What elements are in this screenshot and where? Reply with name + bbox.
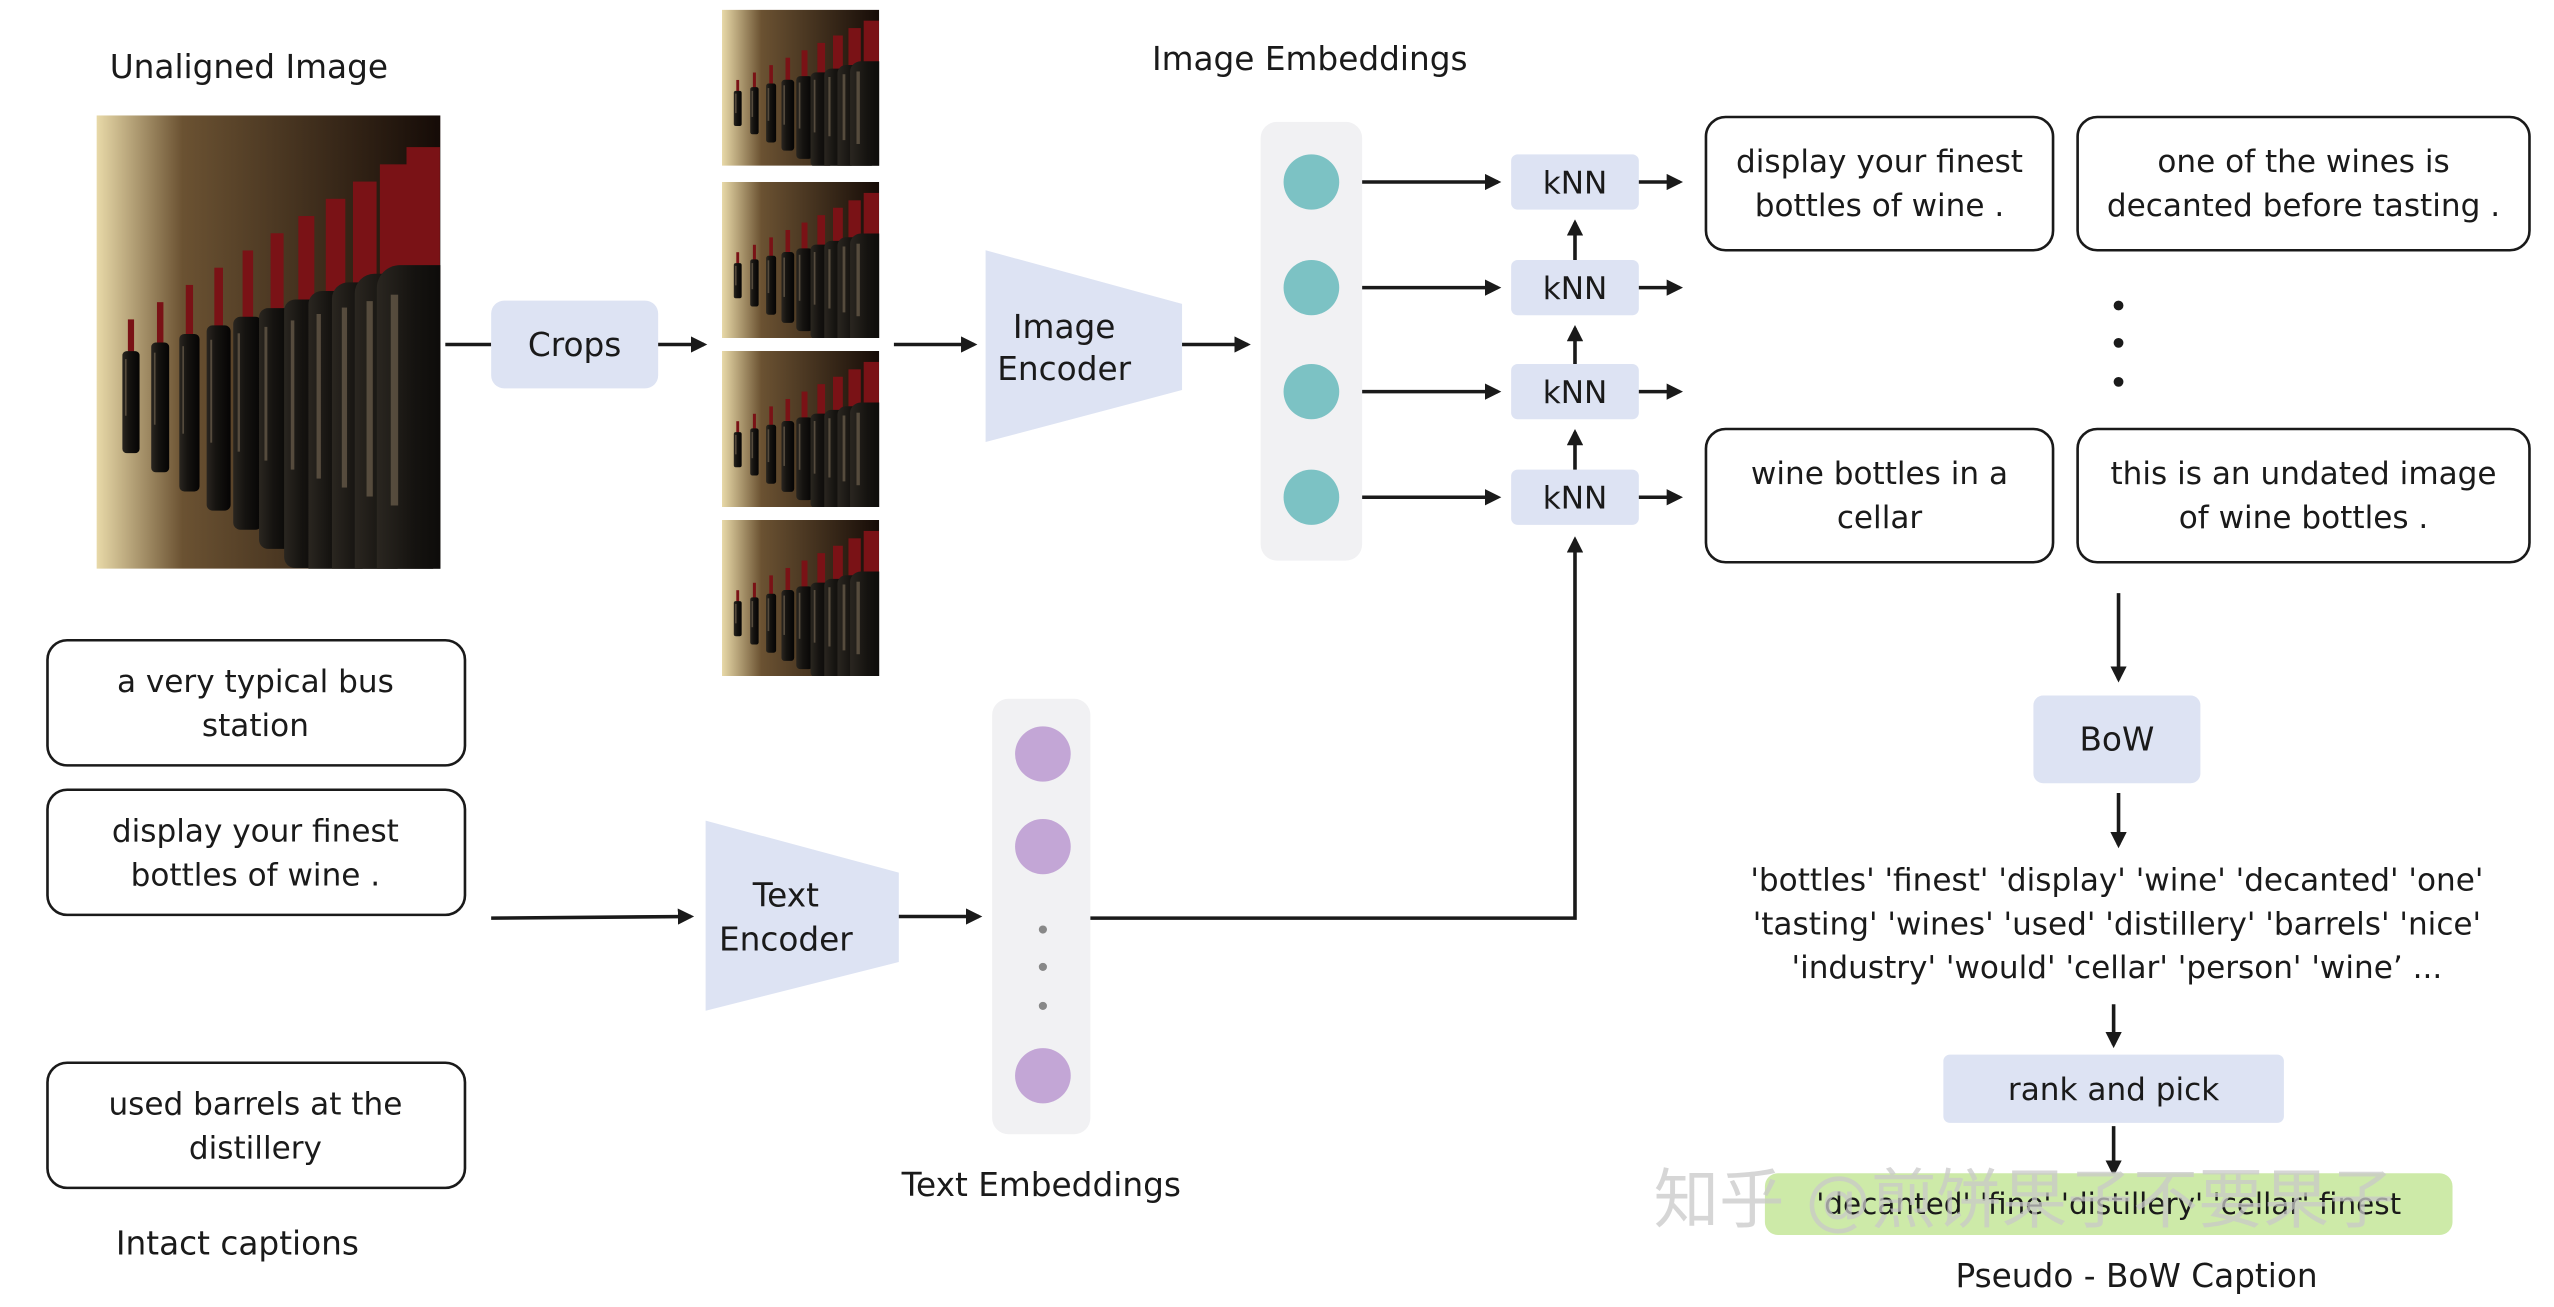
image-embeddings-label: Image Embeddings [1152,40,1468,78]
knn-label-3: kNN [1543,375,1608,411]
crop-thumbnail-3 [722,351,880,507]
retrieved-caption-2-line2: decanted before tasting . [2107,188,2500,224]
retrieved-caption-2-line1: one of the wines is [2157,144,2449,180]
watermark-text: 知乎 @煎饼果子不要果子 [1654,1162,2395,1238]
unaligned-image-label: Unaligned Image [110,48,388,86]
intact-captions-label: Intact captions [116,1225,359,1263]
intact-caption-1-line2: station [202,708,309,744]
wine-cellar-photo [96,115,441,569]
knn-label-1: kNN [1543,165,1608,201]
crops-label: Crops [528,326,621,364]
retrieved-caption-3-line1: wine bottles in a [1751,456,2008,492]
intact-caption-1-line1: a very typical bus [117,664,394,700]
bow-words-line3: 'industry' 'would' 'cellar' 'person' 'wi… [1792,950,2443,986]
image-embedding-1 [1283,154,1340,210]
image-encoder-label-line1: Image [1013,308,1116,346]
text-embedding-2 [1015,819,1071,875]
intact-caption-3-line2: distillery [189,1131,322,1167]
pseudo-bow-caption-label: Pseudo - BoW Caption [1955,1257,2317,1295]
arrow-text-embeddings-to-knn [1090,536,1584,920]
image-embedding-2 [1283,260,1340,316]
text-ellipsis-dot-1 [1038,925,1047,934]
retrieved-caption-4-line1: this is an undated image [2111,456,2497,492]
crop-thumbnail-2 [722,182,880,338]
arrow-captions-to-text-encoder [491,908,695,925]
image-embedding-3 [1283,364,1340,420]
crop-thumbnail-1 [722,9,880,166]
retrieved-caption-1 [1704,115,2055,252]
text-encoder-label-line2: Encoder [719,921,853,959]
bow-label: BoW [2079,721,2154,759]
retrieved-caption-4 [2076,427,2531,564]
text-embeddings-label: Text Embeddings [901,1166,1181,1204]
ellipsis-dot-2 [2113,338,2124,348]
knn-box-4 [1511,469,1639,525]
text-embedding-n [1015,1048,1071,1104]
intact-caption-2-line2: bottles of wine . [131,858,381,894]
image-embedding-4 [1283,469,1340,525]
crop-thumbnail-4 [722,520,880,676]
retrieved-caption-4-line2: of wine bottles . [2179,500,2429,536]
text-ellipsis-dot-3 [1038,1001,1047,1010]
retrieved-caption-3 [1704,427,2055,564]
image-encoder-label-line2: Encoder [997,350,1131,388]
knn-box-1 [1511,154,1639,210]
bow-words-line2: 'tasting' 'wines' 'used' 'distillery' 'b… [1753,906,2481,942]
text-embedding-1 [1015,726,1071,782]
retrieved-caption-3-line2: cellar [1837,500,1923,536]
bow-words-line1: 'bottles' 'finest' 'display' 'wine' 'dec… [1750,863,2483,899]
retrieved-caption-2 [2076,115,2531,252]
intact-caption-1 [46,638,467,767]
retrieved-caption-1-line2: bottles of wine . [1755,188,2005,224]
intact-caption-3-line1: used barrels at the [108,1087,402,1123]
intact-caption-2 [46,788,467,917]
crops-box [491,300,659,389]
text-embeddings-panel [992,698,1091,1135]
pseudo-caption-box [1764,1173,2453,1235]
knn-label-4: kNN [1543,481,1608,517]
text-encoder-shape [705,820,899,1011]
intact-caption-2-line1: display your finest [112,814,399,850]
knn-label-2: kNN [1543,271,1608,307]
ellipsis-dot-1 [2113,300,2124,311]
intact-caption-3 [46,1061,467,1190]
pseudo-caption-words: 'decanted' 'fine' 'distillery' 'cellar' … [1816,1187,2401,1221]
image-embeddings-panel [1260,121,1363,561]
image-encoder-shape [985,250,1183,442]
ellipsis-dot-3 [2113,377,2124,387]
knn-box-2 [1511,260,1639,316]
rank-and-pick-box [1943,1054,2284,1123]
rank-and-pick-label: rank and pick [2008,1072,2219,1108]
text-encoder-label-line1: Text [752,877,819,915]
bow-box [2033,695,2201,784]
retrieved-caption-1-line1: display your finest [1736,144,2023,180]
knn-box-3 [1511,364,1639,420]
text-ellipsis-dot-2 [1038,962,1047,971]
